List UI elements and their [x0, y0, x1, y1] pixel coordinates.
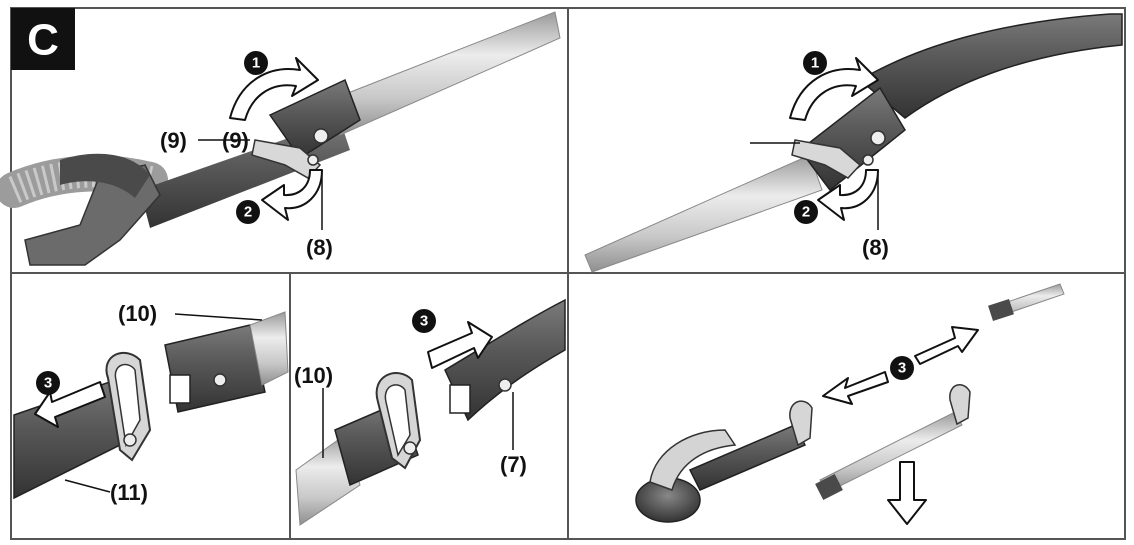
grip-end — [444, 298, 566, 422]
svg-text:1: 1 — [252, 55, 260, 72]
tube-with-clamp — [295, 372, 422, 526]
figure-letter-badge: C — [11, 8, 75, 70]
figure-letter: C — [27, 16, 59, 65]
label-10: (10) — [294, 363, 333, 388]
step-3-callout: 3 — [890, 356, 914, 380]
svg-text:3: 3 — [898, 360, 906, 377]
arrow-down — [887, 461, 927, 525]
upper-tube — [329, 11, 561, 136]
push-arrow — [427, 321, 493, 369]
arrow-right — [914, 326, 979, 365]
rotate-close-arrow — [817, 169, 879, 221]
label-8: (8) — [306, 235, 333, 260]
panel-bottom-middle: 3 (10) (7) — [294, 298, 566, 526]
quick-lock-lever — [791, 130, 886, 179]
rotate-open-arrow — [229, 57, 319, 121]
arrow-left — [822, 371, 889, 405]
panel-top-left: 1 2 (9) (9) (8) — [0, 11, 561, 266]
svg-text:3: 3 — [420, 313, 428, 330]
label-7: (7) — [500, 452, 527, 477]
label-9: (9) — [160, 128, 187, 153]
lock-bracket — [105, 351, 152, 462]
far-tube — [988, 283, 1065, 322]
sander-head — [635, 400, 813, 523]
leader-line-10 — [174, 313, 263, 321]
svg-text:2: 2 — [802, 204, 810, 221]
svg-text:2: 2 — [244, 204, 252, 221]
svg-text:3: 3 — [44, 375, 52, 392]
label-8: (8) — [862, 235, 889, 260]
rotate-close-arrow — [261, 169, 323, 221]
svg-text:1: 1 — [811, 55, 819, 72]
step-3-callout: 3 — [36, 371, 60, 395]
panel-frame — [10, 7, 1126, 540]
long-tube — [584, 154, 823, 273]
step-2-callout: 2 — [794, 200, 818, 224]
step-1-callout: 1 — [244, 51, 268, 75]
step-3-callout: 3 — [412, 309, 436, 333]
rotate-open-arrow — [789, 57, 879, 121]
label-11: (11) — [110, 480, 148, 505]
panel-bottom-right: 3 — [635, 283, 1065, 525]
label-10: (10) — [118, 301, 157, 326]
quick-lock-lever — [251, 128, 329, 179]
leader-line-11 — [64, 479, 111, 493]
grip-sleeve — [268, 78, 361, 160]
panel-bottom-left: 3 (10) (11) — [13, 301, 289, 505]
step-2-callout: 2 — [236, 200, 260, 224]
handle-bracket — [24, 153, 161, 266]
upper-tube-short — [249, 311, 289, 386]
tube-end-cap — [164, 324, 266, 413]
pull-arrow — [34, 381, 106, 428]
step-1-callout: 1 — [803, 51, 827, 75]
panel-top-right: 1 2 (8) — [584, 13, 1123, 273]
extension-tube — [815, 384, 971, 501]
label-9-lever: (9) — [222, 128, 249, 153]
